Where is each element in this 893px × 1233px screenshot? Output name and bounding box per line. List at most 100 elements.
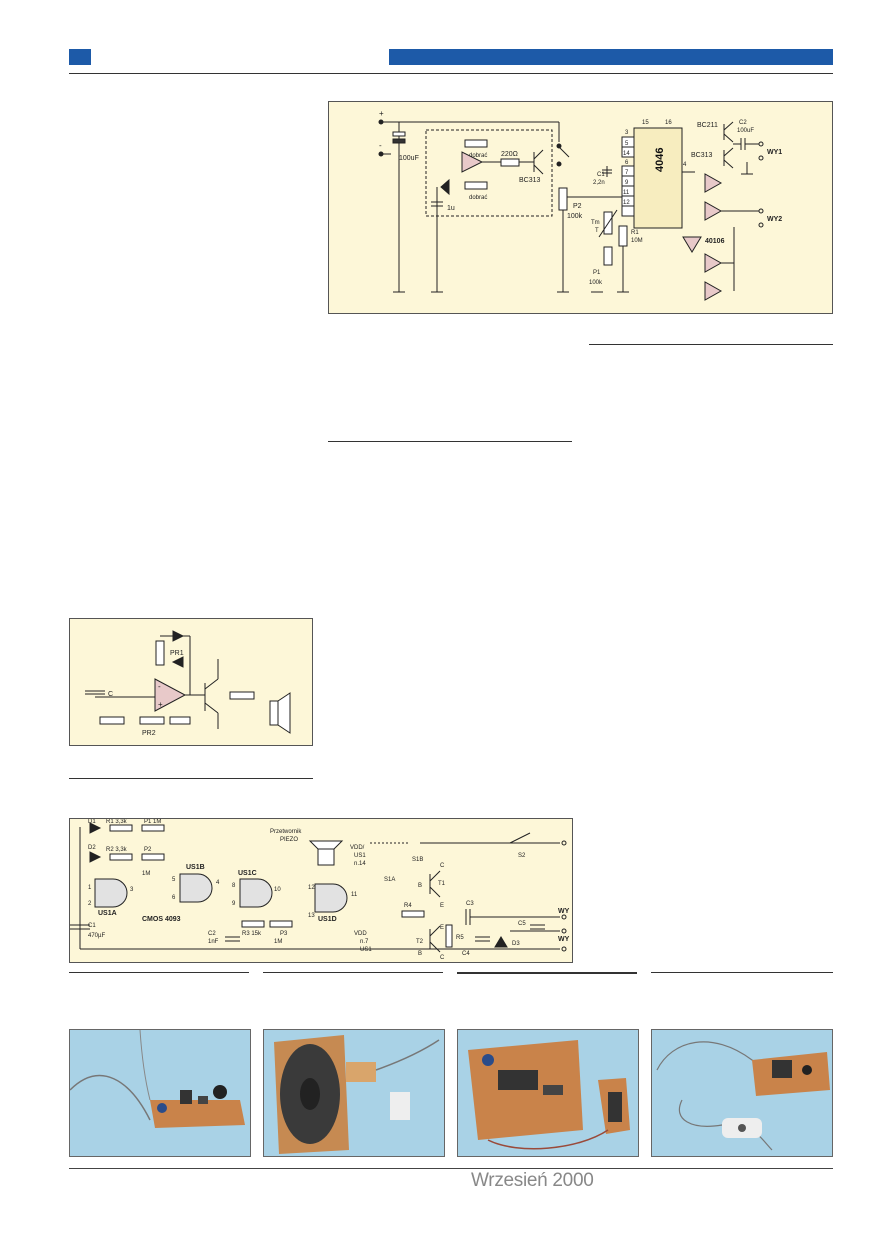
- r1-name: R1: [631, 230, 639, 236]
- piezo-label-1: Przetwornik: [270, 829, 302, 835]
- us1-top-label: US1: [354, 853, 366, 859]
- wy2-label: WY: [558, 936, 570, 943]
- pin-6: 6: [625, 160, 629, 166]
- schematic-4093: D1 R1 3,3k P1 1M D2 R2 3,3k P2 1M US1A 1…: [70, 819, 570, 961]
- schematic-amp-panel: C - + PR1 PR2: [69, 618, 313, 746]
- r5-label: R5: [456, 935, 464, 941]
- schematic-4046-panel: + - 100uF dobrać dobrać 1u 220Ω BC313: [328, 101, 833, 314]
- bc313-out-label: BC313: [691, 152, 713, 159]
- pin-4: 4: [683, 162, 687, 168]
- pin-1: 1: [88, 885, 92, 891]
- tm-label: Tm: [591, 220, 600, 226]
- c2-value: 100uF: [737, 128, 754, 134]
- pin-12: 12: [308, 885, 315, 891]
- d1-label: D1: [88, 819, 96, 825]
- photo-speaker-image: [264, 1030, 444, 1156]
- bc313-label: BC313: [519, 177, 541, 184]
- n7-label: n.7: [360, 939, 369, 945]
- pin-8: 8: [232, 883, 236, 889]
- pin-9: 9: [232, 901, 236, 907]
- photo-pcb-1-image: [70, 1030, 250, 1156]
- cmos-label: CMOS 4093: [142, 916, 181, 923]
- photo-pcb-3-image: [652, 1030, 832, 1156]
- c2-label: C2: [208, 931, 216, 937]
- pin-9: 9: [625, 180, 629, 186]
- footer-rule: [69, 1168, 833, 1169]
- c5-label: C5: [518, 921, 526, 927]
- n14-label: n.14: [354, 861, 366, 867]
- t1-label: T1: [438, 881, 446, 887]
- us1d-label: US1D: [318, 916, 337, 923]
- pin-15: 15: [642, 120, 649, 126]
- pin-14: 14: [623, 151, 630, 157]
- photo-rule-4: [651, 972, 833, 973]
- t-label: T: [595, 228, 599, 234]
- pin-5: 5: [625, 141, 629, 147]
- schematic-4046: + - 100uF dobrać dobrać 1u 220Ω BC313: [378, 109, 782, 301]
- minus-input: -: [158, 682, 161, 691]
- s2-label: S2: [518, 853, 526, 859]
- pin-12: 12: [623, 200, 630, 206]
- c-top-label: C: [440, 863, 445, 869]
- p2-name: P2: [573, 203, 582, 210]
- photo-rule-2: [263, 972, 443, 973]
- p2-value: 100k: [567, 213, 583, 220]
- plus-label: +: [379, 109, 384, 118]
- c3-label: C3: [466, 901, 474, 907]
- plus-input: +: [158, 700, 163, 709]
- photo-rule-1: [69, 972, 249, 973]
- r1-value: 10M: [631, 238, 643, 244]
- header-rule: [69, 73, 833, 74]
- c4-label: C4: [462, 951, 470, 957]
- pin-5: 5: [172, 877, 176, 883]
- photo-pcb-2-image: [458, 1030, 638, 1156]
- wy1-label: WY1: [767, 149, 782, 156]
- bc211-label: BC211: [697, 122, 718, 129]
- caption-rule-right: [589, 344, 833, 345]
- p2-label: P2: [144, 847, 152, 853]
- pr2-label: PR2: [142, 730, 156, 737]
- r2-label: R2 3,3k: [106, 847, 128, 853]
- us1-bot-label: US1: [360, 947, 372, 953]
- pin-2: 2: [88, 901, 92, 907]
- minus-label: -: [379, 141, 382, 150]
- d2-label: D2: [88, 845, 96, 851]
- inv-chip-label: 40106: [705, 238, 725, 245]
- p3-label: P3: [280, 931, 288, 937]
- schematic-4093-panel: D1 R1 3,3k P1 1M D2 R2 3,3k P2 1M US1A 1…: [69, 818, 573, 963]
- header-square: [69, 49, 91, 65]
- r3-label: R3 15k: [242, 931, 262, 937]
- d3-label: D3: [512, 941, 520, 947]
- b-bot-label: B: [418, 951, 422, 957]
- p2-value: 1M: [142, 871, 150, 877]
- photo-pcb-2: [457, 1029, 639, 1157]
- us1c-label: US1C: [238, 870, 257, 877]
- pin-3: 3: [625, 130, 629, 136]
- pin-4: 4: [216, 880, 220, 886]
- c1-value: 2,2n: [593, 180, 605, 186]
- pin-16: 16: [665, 120, 672, 126]
- r1-label: R1 3,3k: [106, 819, 128, 825]
- us1b-label: US1B: [186, 864, 205, 871]
- p1-label: P1 1M: [144, 819, 161, 825]
- photo-pcb-1: [69, 1029, 251, 1157]
- chip-4046-label: 4046: [654, 148, 666, 172]
- c1-value: 470µF: [88, 933, 105, 939]
- photo-pcb-3: [651, 1029, 833, 1157]
- pr1-label: PR1: [170, 650, 184, 657]
- photo-rule-3: [457, 972, 637, 974]
- cap-label: C: [108, 691, 113, 698]
- wy1-label: WY: [558, 908, 570, 915]
- c-bot-label: C: [440, 955, 445, 961]
- p1-name: P1: [593, 270, 601, 276]
- schematic-amp: C - + PR1 PR2: [85, 630, 291, 737]
- r4-label: R4: [404, 903, 412, 909]
- c-timing-label: 1u: [447, 205, 455, 212]
- vdd-bot-label: VDD: [354, 931, 367, 937]
- c-bulk-label: 100uF: [399, 155, 419, 162]
- s1a-label: S1A: [384, 877, 395, 883]
- p3-value: 1M: [274, 939, 282, 945]
- e-bot-label: E: [440, 925, 444, 931]
- pin-3: 3: [130, 887, 134, 893]
- e-top-label: E: [440, 903, 444, 909]
